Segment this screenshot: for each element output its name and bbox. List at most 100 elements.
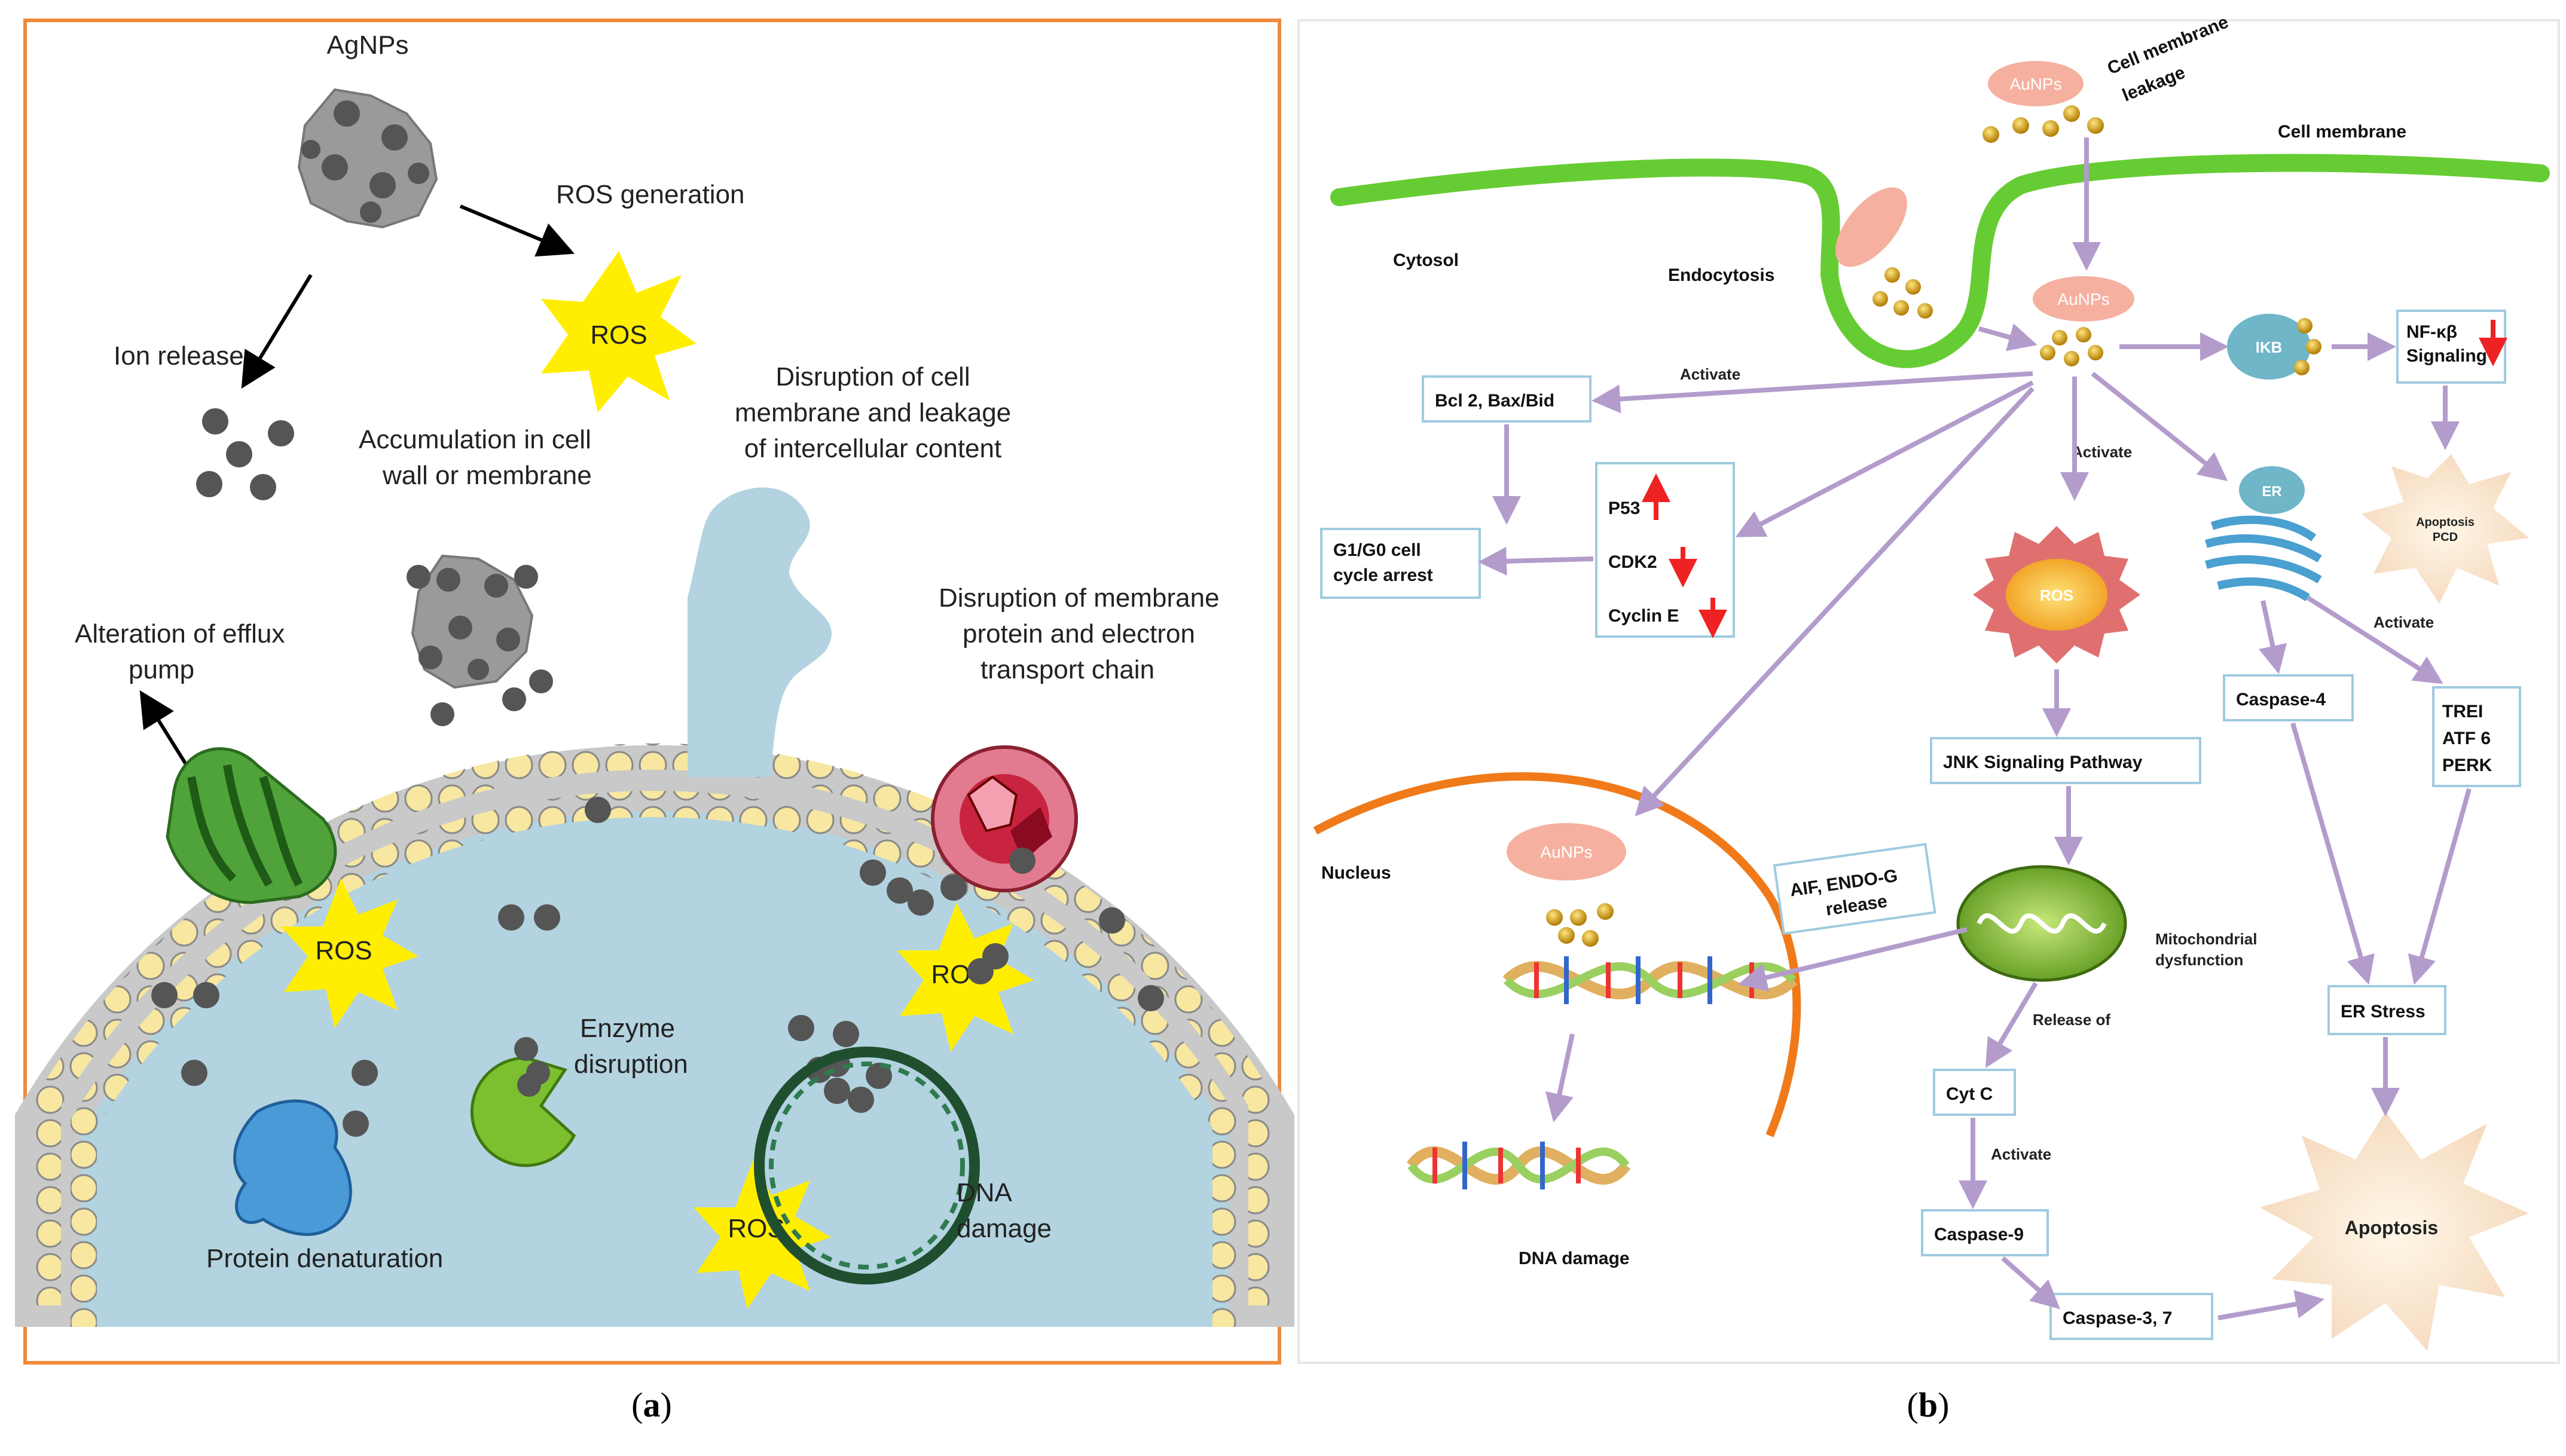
cytc-box: Cyt C: [1933, 1069, 2016, 1116]
cyclin-e-label: Cyclin E: [1608, 606, 1679, 626]
mito-label-2: dysfunction: [2155, 951, 2243, 969]
ros-generation-label: ROS generation: [556, 180, 745, 209]
release-of-label: Release of: [2033, 1011, 2110, 1029]
membrane-nanoparticles: [407, 565, 553, 726]
agnp-on-membrane: [411, 554, 534, 689]
dna-damage-label-2: damage: [957, 1214, 1052, 1243]
aunps-nucleus: AuNPs: [1507, 823, 1626, 947]
membrane-protein-label-2: protein and electron: [963, 619, 1195, 649]
p53-label: P53: [1608, 498, 1640, 518]
cytosol-label: Cytosol: [1393, 250, 1459, 270]
apoptosis-pcd-2: PCD: [2433, 531, 2458, 544]
membrane-outer-heads: [35, 743, 1275, 1305]
protein-denatured: [233, 1099, 352, 1236]
p53-box: P53 CDK2 Cyclin E: [1595, 462, 1735, 638]
efflux-arrow: [139, 690, 190, 769]
membrane-protein-label-1: Disruption of membrane: [939, 583, 1220, 613]
efflux-label-1: Alteration of efflux: [75, 619, 285, 649]
accumulation-label-2: wall or membrane: [382, 461, 592, 490]
trei-box: TREI ATF 6 PERK: [2432, 686, 2521, 787]
cdk2-label: CDK2: [1608, 552, 1657, 572]
caspase9-box: Caspase-9: [1921, 1209, 2049, 1256]
apoptosis-burst: Apoptosis: [2260, 1112, 2529, 1351]
ros-star-top: ROS: [541, 251, 697, 412]
dna-damage-label-1: DNA: [957, 1178, 1013, 1207]
caption-a: (a): [631, 1385, 672, 1424]
caspase4-box: Caspase-4: [2223, 674, 2354, 721]
ros-label-top: ROS: [590, 320, 647, 350]
er-organelle: ER: [2205, 466, 2322, 601]
ion-release-label: Ion release: [114, 341, 244, 371]
agnp-large-particle: [297, 88, 438, 229]
dna-plasmid: [754, 1047, 980, 1284]
caspase37-label: Caspase-3, 7: [2063, 1308, 2172, 1328]
aunps-top: AuNPs: [1982, 61, 2104, 143]
jnk-box: JNK Signaling Pathway: [1930, 737, 2201, 784]
efflux-label-2: pump: [129, 655, 194, 684]
aunps-central-label: AuNPs: [2057, 290, 2109, 308]
ros-sun-label: ROS: [2040, 586, 2073, 604]
ros-generation-arrow: [459, 204, 575, 257]
enzyme-label-2: disruption: [574, 1050, 688, 1079]
dna-helix-damaged: [1406, 1142, 1631, 1189]
efflux-pump: [166, 747, 337, 904]
accumulation-label-1: Accumulation in cell: [359, 425, 591, 454]
cell-membrane-label: Cell membrane: [2278, 122, 2406, 142]
mitochondrion: [1956, 865, 2127, 982]
nfkb-box: NF-κβ Signaling: [2396, 310, 2507, 384]
aunps-top-label: AuNPs: [2009, 75, 2061, 93]
apoptosis-pcd-burst: Apoptosis PCD: [2362, 454, 2529, 604]
ros-sun: ROS: [1973, 526, 2140, 663]
mito-label-1: Mitochondrial: [2155, 930, 2257, 948]
activate-label-trei: Activate: [2373, 613, 2434, 631]
nucleus-label: Nucleus: [1321, 863, 1391, 883]
trei-label-3: PERK: [2442, 755, 2492, 775]
apoptosis-pcd-1: Apoptosis: [2416, 516, 2475, 529]
jnk-label: JNK Signaling Pathway: [1943, 753, 2143, 772]
aunps-nucleus-label: AuNPs: [1540, 843, 1592, 861]
membrane-protein-label-3: transport chain: [980, 655, 1154, 684]
endocytosis-aunps: [1835, 187, 1933, 319]
leakage-label-3: of intercellular content: [744, 434, 1001, 463]
activate-label-bcl2: Activate: [1680, 365, 1740, 383]
membrane-protein-etc: [931, 745, 1078, 892]
ikb-label: IKB: [2256, 338, 2283, 356]
panel-b: AuNPs Cell membrane leakage Cell membran…: [1297, 12, 2560, 1364]
trei-label-2: ATF 6: [2442, 729, 2491, 748]
nucleus-envelope: [1313, 772, 1801, 1137]
bcl2-box: Bcl 2, Bax/Bid: [1422, 375, 1591, 423]
agnps-label: AgNPs: [327, 30, 409, 60]
caspase4-label: Caspase-4: [2236, 690, 2326, 709]
trei-label-1: TREI: [2442, 702, 2483, 721]
caption-b: (b): [1907, 1385, 1950, 1424]
ion-cluster: [196, 408, 294, 500]
leakage-blob: [688, 487, 832, 777]
er-stress-label: ER Stress: [2341, 1002, 2426, 1021]
enzyme-label-1: Enzyme: [580, 1014, 675, 1043]
bcl2-label: Bcl 2, Bax/Bid: [1435, 391, 1554, 411]
ikb-node: IKB: [2227, 314, 2321, 380]
cytc-label: Cyt C: [1946, 1084, 1993, 1104]
leakage-label-2: membrane and leakage: [735, 398, 1011, 427]
dna-damage-label: DNA damage: [1519, 1249, 1630, 1268]
protein-denaturation-label: Protein denaturation: [206, 1244, 443, 1273]
pathway-arrows: [1478, 137, 2472, 1320]
er-label: ER: [2262, 484, 2281, 500]
enzyme: [470, 1037, 576, 1167]
leakage-label-1: Disruption of cell: [775, 362, 970, 391]
panel-a-bottom-mask: [27, 1328, 1278, 1361]
activate-label-ros: Activate: [2072, 443, 2132, 461]
aif-box: AIF, ENDO-G release: [1773, 843, 1936, 935]
caspase37-box: Caspase-3, 7: [2049, 1293, 2213, 1340]
ros-label-left: ROS: [315, 936, 372, 965]
g1g0-label-1: G1/G0 cell: [1333, 540, 1421, 560]
membrane-tails: [15, 745, 1294, 1327]
ros-star-left: ROS: [281, 879, 418, 1028]
panel-a: AgNPs ROS generation Ion release ROS Acc…: [15, 19, 1294, 1365]
apoptosis-label: Apoptosis: [2345, 1217, 2438, 1238]
cell-membrane: [1330, 154, 2550, 368]
g1g0-box: G1/G0 cell cycle arrest: [1320, 528, 1481, 599]
activate-label-cytc: Activate: [1991, 1145, 2051, 1163]
er-stress-box: ER Stress: [2327, 985, 2446, 1035]
